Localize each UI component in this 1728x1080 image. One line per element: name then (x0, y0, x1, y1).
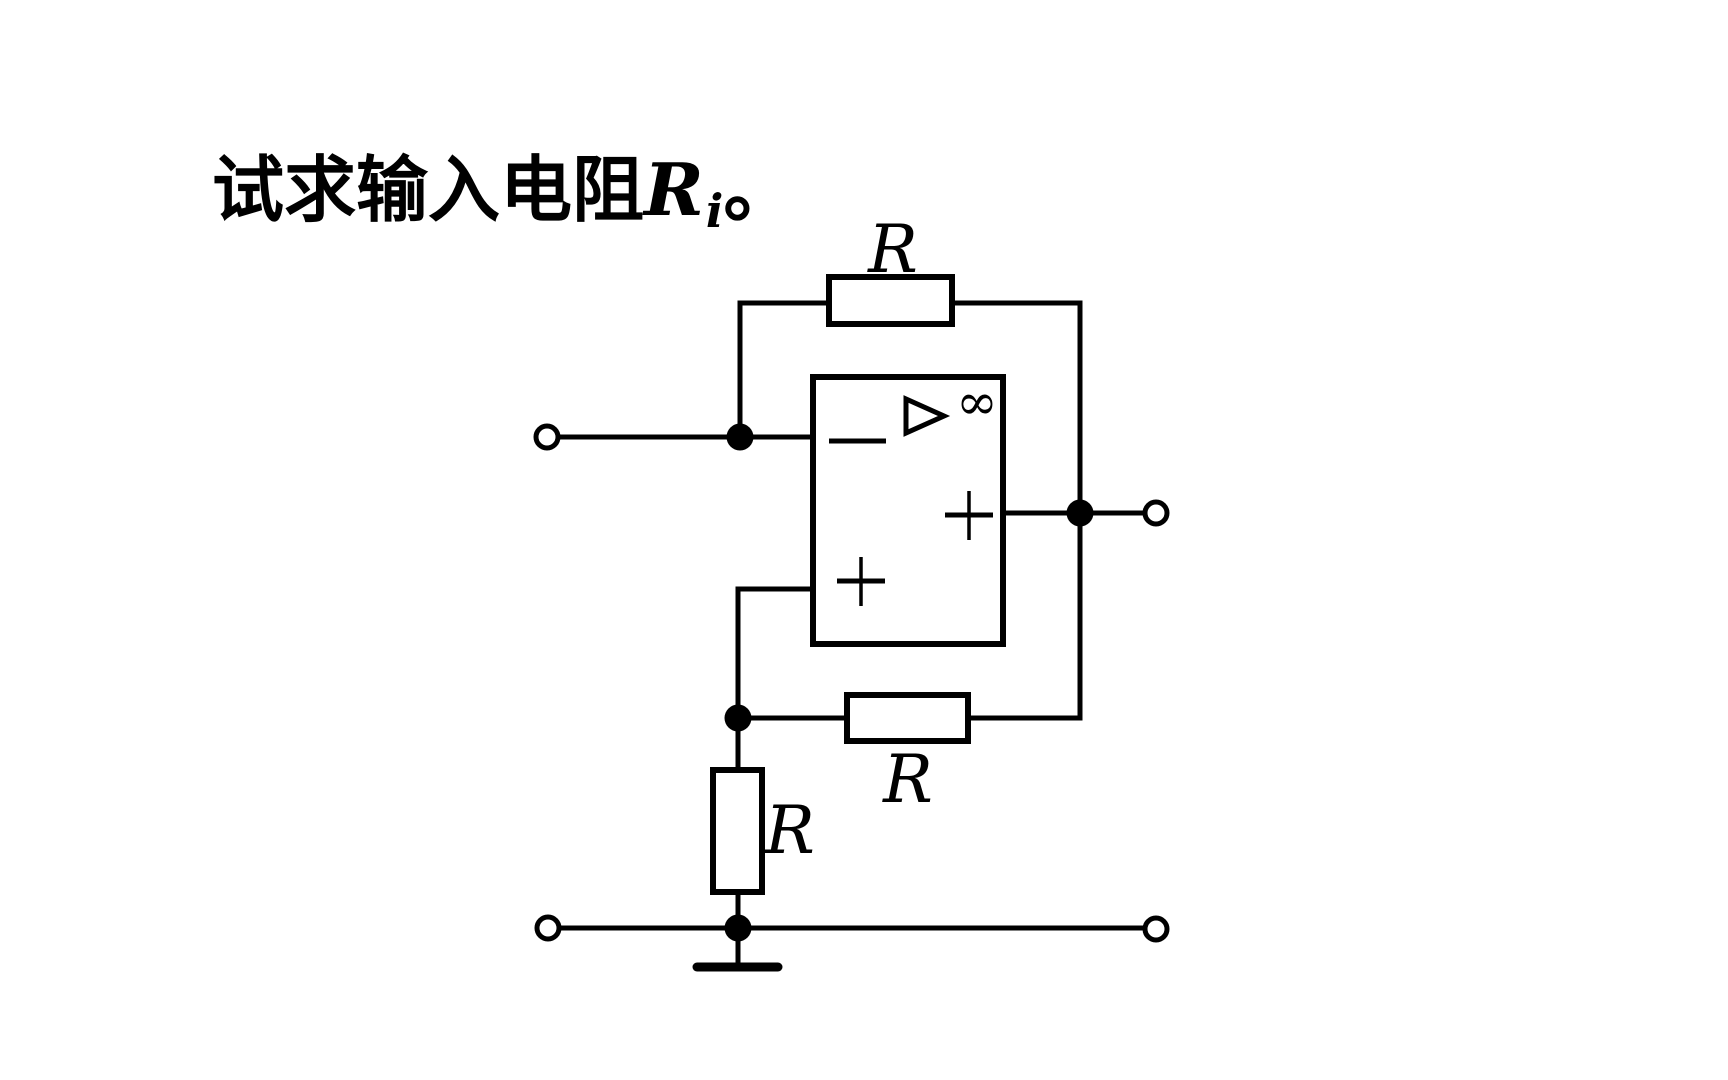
label-resistor-bottom: R (882, 741, 933, 818)
wire-noninverting-input (735, 586, 813, 770)
infinity-symbol: ∞ (956, 373, 998, 431)
plus-icon-output (945, 491, 993, 540)
title-text-cn: 试求输入电阻 (212, 148, 645, 232)
opamp-triangle-icon (903, 395, 951, 437)
title-subscript-i: i (705, 184, 724, 238)
label-resistor-top: R (867, 211, 918, 288)
resistor-top-feedback (826, 274, 955, 327)
terminal-input-bottom (534, 914, 562, 942)
node-dot-inverting (726, 423, 754, 451)
node-dot-ground (724, 914, 752, 942)
page-title: 试求输入电阻Ri。 (212, 147, 796, 239)
label-resistor-shunt: R (764, 792, 815, 869)
terminal-input-top (533, 423, 561, 451)
node-dot-output (1066, 499, 1094, 527)
plus-icon-noninverting (837, 557, 885, 606)
resistor-bottom-feedback (844, 692, 971, 744)
terminal-output-bottom (1142, 915, 1170, 943)
title-variable-R: R (644, 147, 704, 232)
resistor-shunt (710, 767, 765, 895)
wire-feedback-top-left (737, 300, 829, 437)
title-period: 。 (723, 148, 796, 232)
node-dot-noninverting (724, 704, 752, 732)
terminal-output (1142, 499, 1170, 527)
